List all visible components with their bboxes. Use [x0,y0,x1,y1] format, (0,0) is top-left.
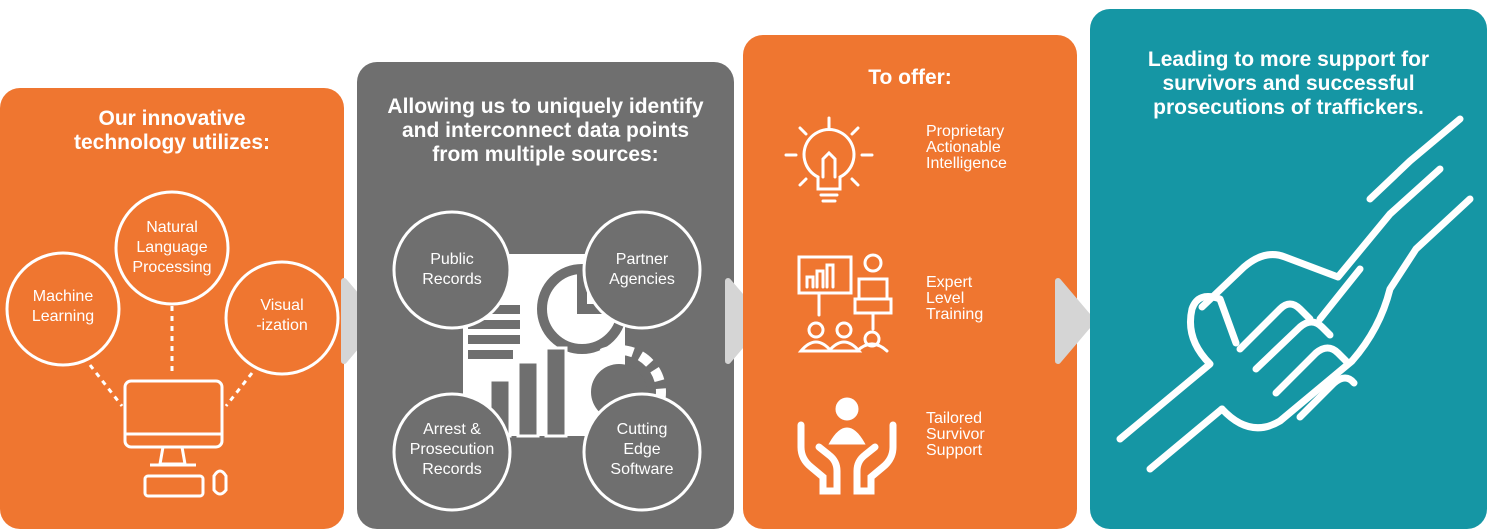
partner-agencies-circle [582,210,702,330]
public-records-label: Records [422,271,482,288]
arrest-records-label: Arrest & [423,421,481,438]
machine-learning-label: Machine [33,288,94,305]
visualization-label: -ization [256,317,308,334]
nlp-label: Language [136,239,207,256]
presentation-icon [797,253,893,353]
outcome-title: Leading to more support for survivors an… [1147,48,1430,119]
cutting-edge-label: Edge [623,441,660,458]
data-sources-title: Allowing us to uniquely identify and int… [387,95,704,166]
technology-diagram: Machine Learning Natural Language Proces… [5,190,340,498]
computer-icon [123,379,228,498]
offerings-title: To offer: [868,66,952,89]
nlp-circle [114,190,230,306]
technology-panel: Our innovative technology utilizes: Mach… [0,88,344,529]
machine-learning-label: Learning [32,308,94,325]
public-records-circle [392,210,512,330]
cutting-edge-label: Software [610,461,673,478]
partner-agencies-label: Agencies [609,271,675,288]
arrest-records-circle [392,392,512,512]
visualization-circle [224,260,340,376]
connector-line [224,372,254,407]
offer-item-training: Expert Level Training [926,274,984,323]
public-records-label: Public [430,251,474,268]
handshake-icon [1116,115,1474,473]
machine-learning-circle [5,251,121,367]
arrow-icon [1055,278,1095,364]
cutting-edge-label: Cutting [617,421,668,438]
support-hands-icon [797,397,897,495]
nlp-label: Processing [132,259,211,276]
connector-line [88,364,124,407]
cutting-edge-circle [582,392,702,512]
outcome-panel: Leading to more support for survivors an… [1090,9,1487,529]
arrest-records-label: Records [422,461,482,478]
data-sources-panel: Allowing us to uniquely identify and int… [357,62,734,529]
technology-title: Our innovative technology utilizes: [73,107,270,154]
offer-item-intelligence: Proprietary Actionable Intelligence [926,123,1007,172]
offer-item-survivor-support: Tailored Survivor Support [926,410,985,459]
offerings-panel: To offer: [743,35,1077,529]
arrest-records-label: Prosecution [410,441,495,458]
nlp-label: Natural [146,219,198,236]
offerings-icons [784,116,897,495]
visualization-label: Visual [260,297,303,314]
lightbulb-icon [784,116,874,203]
data-sources-diagram: Public Records Partner Agencies Arrest &… [392,210,702,512]
partner-agencies-label: Partner [616,251,669,268]
